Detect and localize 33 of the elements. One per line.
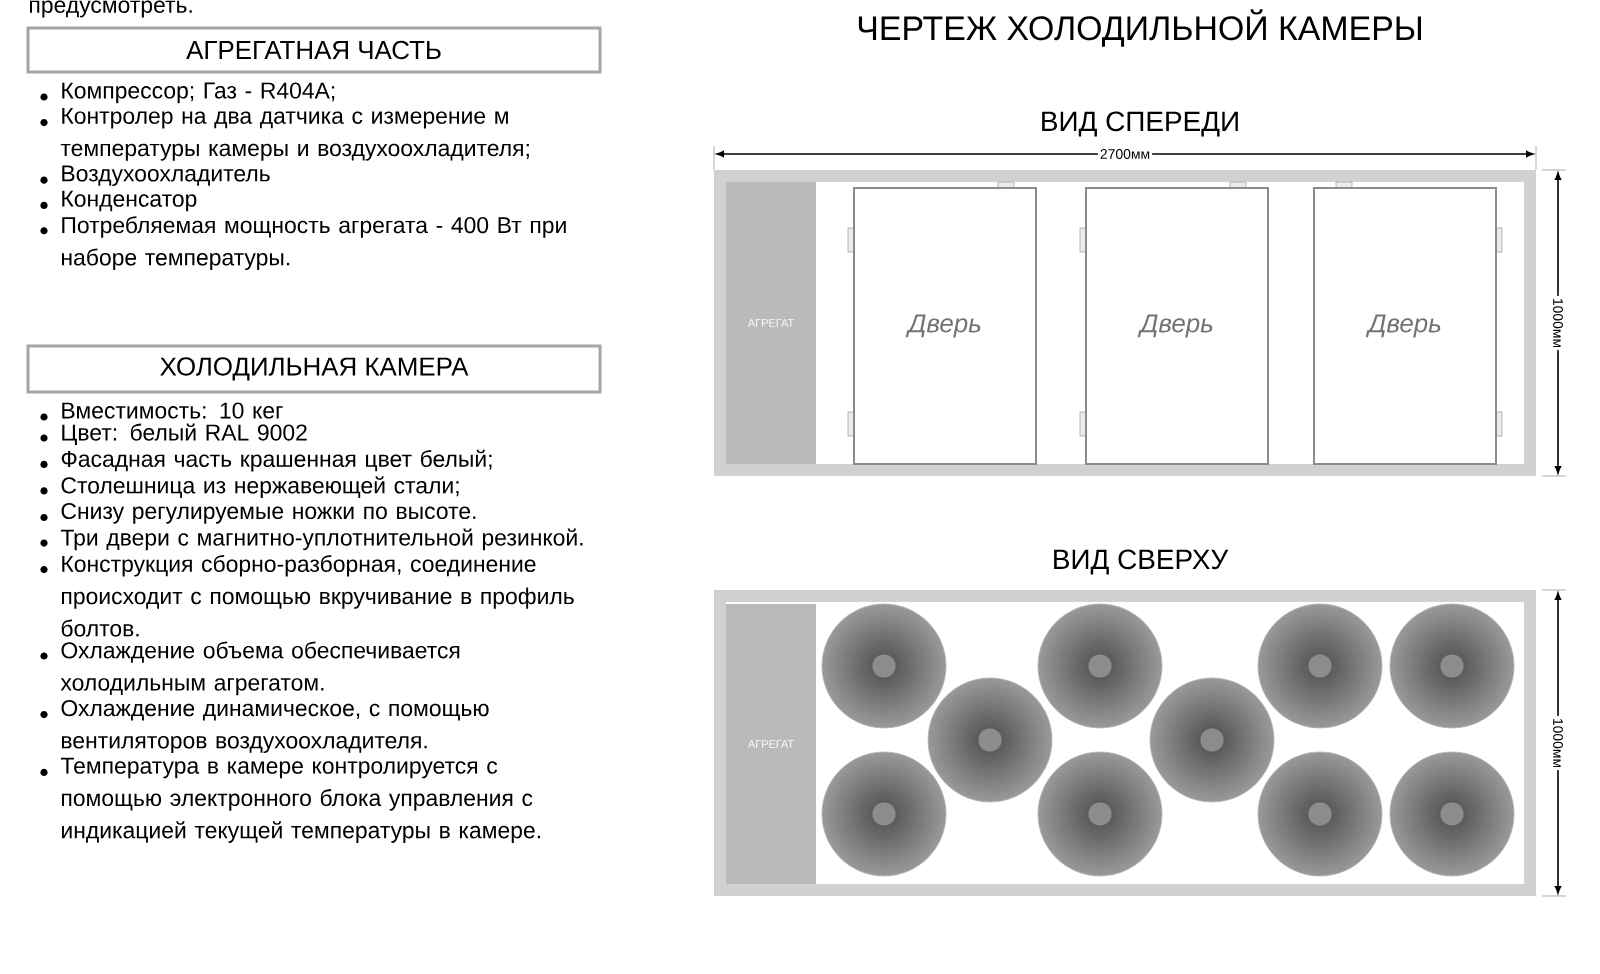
keg <box>821 603 947 729</box>
list-item: Охлаждение объема обеспечивается холодильным агрегатом. <box>40 641 460 696</box>
keg <box>1037 603 1163 729</box>
list-item: Снизу регулируемые ножки по высоте. <box>40 502 476 524</box>
keg <box>1389 751 1515 877</box>
door: Дверь <box>847 181 1037 465</box>
keg <box>927 677 1053 803</box>
list-item: Контролер на два датчика с измерение м температуры камеры и воздухоохладителя; <box>40 107 529 161</box>
list-item: Фасадная часть крашенная цвет белый; <box>40 449 492 472</box>
list-item: Потребляемая мощность агрегата - 400 Вт при наборе температуры. <box>40 216 566 270</box>
keg <box>821 751 947 877</box>
list-item: Столешница из нержавеющей стали; <box>40 476 459 499</box>
section-header: АГРЕГАТНАЯ ЧАСТЬ <box>26 26 602 74</box>
keg <box>1257 751 1383 877</box>
list-item: Три двери с магнитно-уплотнительной резинкой. <box>40 528 583 551</box>
list-item: Конденсатор <box>40 190 197 212</box>
list-item: Цвет: белый RAL 9002 <box>40 423 307 445</box>
list-item: Температура в камере контролируется с помощью электронного блока управления с индикацией текущей температуры в камере. <box>40 757 540 843</box>
list-item: Конструкция сборно-разборная, соединение происходит с помощью вкручивание в профиль болтов. <box>40 555 574 637</box>
door: Дверь <box>1079 181 1269 465</box>
list-item: Охлаждение динамическое, с помощью вентиляторов воздухоохладителя. <box>40 700 489 754</box>
keg <box>1037 751 1163 877</box>
list-item: Вместимость: 10 кег <box>40 402 283 421</box>
section-header: ХОЛОДИЛЬНАЯ КАМЕРА <box>26 344 602 394</box>
list-item: Компрессор; Газ - R404A; <box>40 82 335 104</box>
keg <box>1149 677 1275 803</box>
door: Дверь <box>1313 181 1503 465</box>
view-heading: ВИД СВЕРХУ <box>1054 549 1229 575</box>
keg <box>1389 603 1515 729</box>
title: ЧЕРТЕЖ ХОЛОДИЛЬНОЙ КАМЕРЫ <box>858 9 1421 47</box>
view-heading: ВИД СПЕРЕДИ <box>1042 111 1238 137</box>
keg <box>1257 603 1383 729</box>
list-item: Воздухоохладитель <box>40 165 270 187</box>
